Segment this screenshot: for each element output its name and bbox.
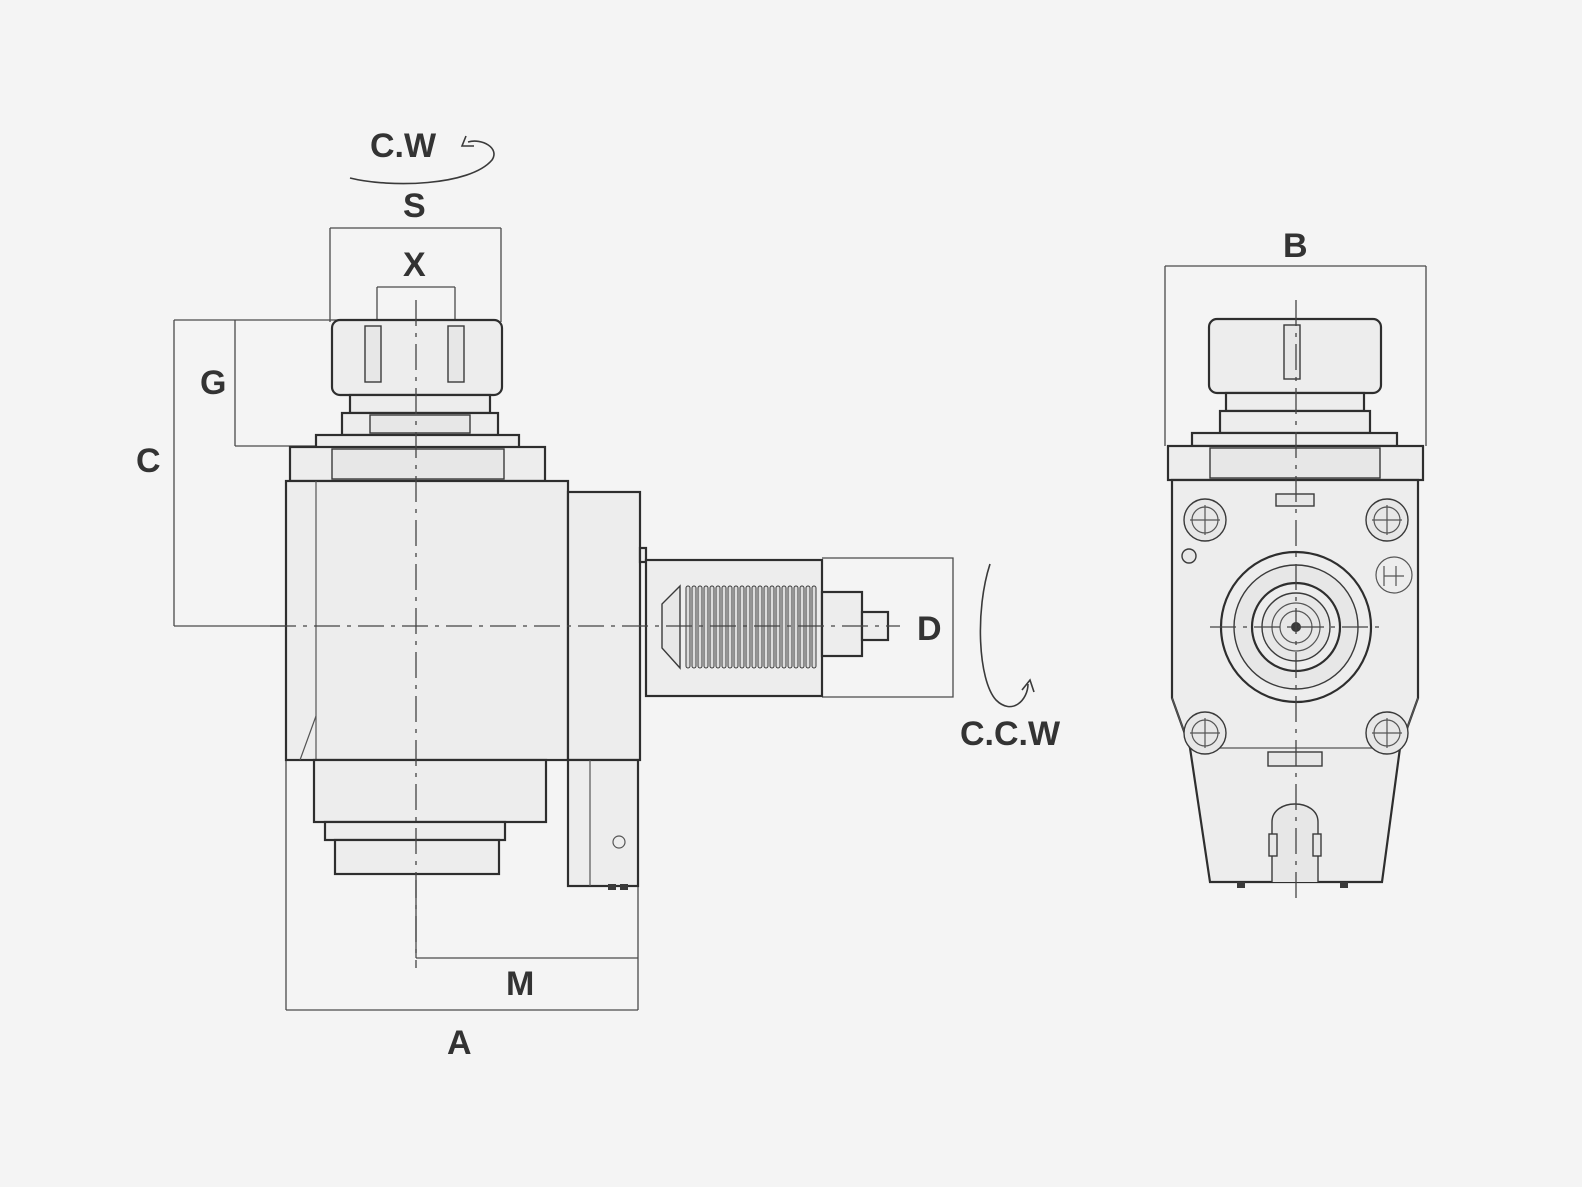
label-m: M [506, 965, 534, 1003]
lower-spindle-side [312, 758, 548, 876]
bolt-icon [1183, 498, 1227, 542]
label-x: X [403, 246, 426, 284]
bolt-icon [1183, 711, 1227, 755]
bellows-rib [757, 585, 763, 669]
bellows-rib [703, 585, 709, 669]
label-b: B [1283, 227, 1308, 265]
collet-nut-front [1207, 317, 1383, 435]
bellows-rib [709, 585, 715, 669]
housing-side [284, 479, 570, 762]
label-a: A [447, 1024, 472, 1062]
label-c: C [136, 442, 161, 480]
bellows-rib [781, 585, 787, 669]
bolts-front [1181, 498, 1413, 755]
label-d: D [917, 610, 942, 648]
flange-side [288, 433, 547, 483]
bellows-rib [799, 585, 805, 669]
bellows [685, 585, 817, 669]
bolt-icon [1365, 498, 1409, 542]
bellows-rib [697, 585, 703, 669]
bellows-rib [787, 585, 793, 669]
centerlines-side [270, 300, 900, 968]
front-view: B [1164, 227, 1427, 900]
dimension-b [1164, 265, 1427, 446]
mounting-plate-side [566, 490, 648, 890]
bolt-icon [1365, 711, 1409, 755]
rotation-arrows [349, 135, 1035, 708]
label-g: G [200, 364, 226, 402]
bellows-rib [685, 585, 691, 669]
label-ccw: C.C.W [960, 715, 1061, 753]
bellows-rib [793, 585, 799, 669]
bellows-rib [751, 585, 757, 669]
bellows-rib [733, 585, 739, 669]
label-s: S [403, 187, 426, 225]
bellows-rib [691, 585, 697, 669]
bellows-rib [721, 585, 727, 669]
bellows-rib [769, 585, 775, 669]
bellows-rib [727, 585, 733, 669]
bellows-rib [739, 585, 745, 669]
bellows-rib [745, 585, 751, 669]
bellows-rib [805, 585, 811, 669]
label-cw: C.W [370, 127, 437, 165]
bellows-rib [811, 585, 817, 669]
grease-fitting-icon [1375, 556, 1413, 594]
side-view: C.W S X G C D C.C.W M A [136, 127, 1061, 1062]
bellows-rib [775, 585, 781, 669]
collet-nut-side [330, 318, 504, 437]
small-hole-icon [1181, 548, 1197, 564]
output-shaft-side [644, 558, 890, 698]
bellows-rib [715, 585, 721, 669]
bellows-rib [763, 585, 769, 669]
centerlines-front [1210, 300, 1382, 900]
